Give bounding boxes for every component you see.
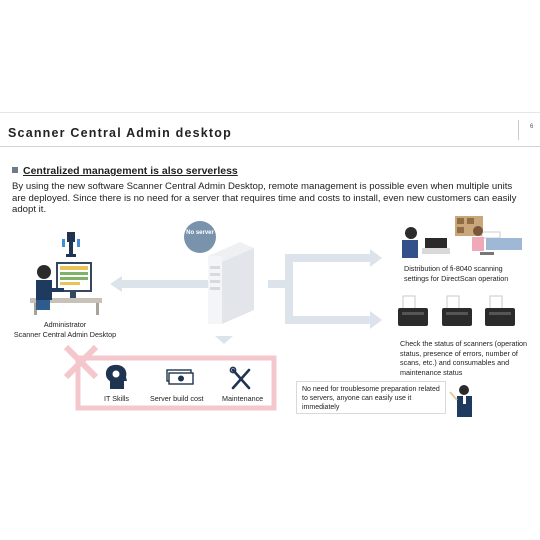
page-number: 6 bbox=[530, 124, 534, 130]
bullet-square-icon bbox=[12, 167, 18, 173]
left-arrow bbox=[110, 276, 212, 292]
presenter-illustration bbox=[449, 385, 472, 417]
tools-icon bbox=[229, 366, 251, 390]
scanner-illustrations bbox=[398, 295, 515, 326]
top-rule bbox=[0, 112, 540, 113]
callout-box: No need for troublesome preparation rela… bbox=[296, 381, 446, 414]
money-icon bbox=[166, 369, 194, 385]
section-heading-text: Centralized management is also serverles… bbox=[23, 165, 238, 177]
status-caption: Check the status of scanners (operation … bbox=[400, 339, 528, 377]
distribution-illustration bbox=[402, 216, 522, 258]
section-heading: Centralized management is also serverles… bbox=[12, 165, 238, 177]
admin-caption-line2: Scanner Central Admin Desktop bbox=[13, 329, 117, 339]
antenna-icon bbox=[62, 232, 80, 257]
page-title: Scanner Central Admin desktop bbox=[8, 126, 232, 140]
server-tower-icon bbox=[208, 242, 254, 324]
no-server-badge: No server bbox=[184, 221, 216, 253]
right-branch-arrow bbox=[268, 249, 382, 329]
need-label-maintenance: Maintenance bbox=[222, 394, 264, 403]
admin-caption-line1: Administrator bbox=[43, 320, 87, 329]
body-text: By using the new software Scanner Centra… bbox=[12, 181, 517, 216]
head-gear-icon bbox=[105, 364, 127, 389]
distribution-caption: Distribution of fi-8040 scanning setting… bbox=[404, 264, 509, 283]
admin-caption: Administrator Scanner Central Admin Desk… bbox=[0, 320, 130, 339]
administrator-illustration bbox=[30, 262, 102, 315]
page-number-divider bbox=[518, 120, 519, 140]
cross-mark-icon bbox=[63, 344, 99, 380]
need-label-server-build-cost: Server build cost bbox=[150, 394, 204, 403]
need-label-it-skills: IT Skills bbox=[104, 394, 130, 403]
down-arrow bbox=[215, 336, 233, 344]
title-divider bbox=[0, 146, 540, 147]
